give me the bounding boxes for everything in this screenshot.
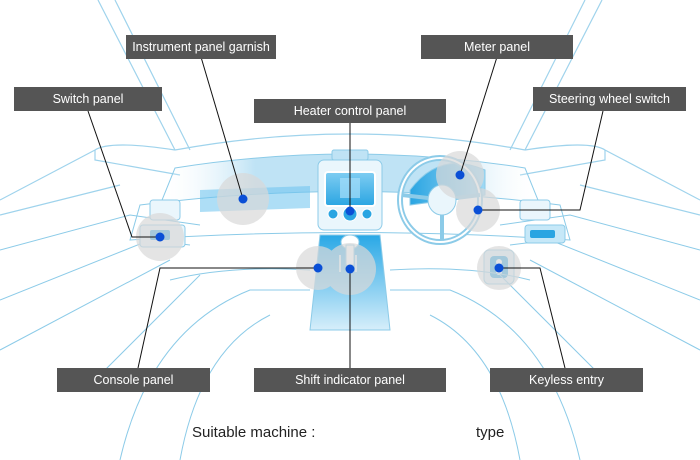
marker-shift-indicator-panel [345, 264, 355, 274]
highlight-halos [136, 151, 521, 295]
marker-heater-control-panel [345, 206, 355, 216]
label-instrument-panel-garnish: Instrument panel garnish [126, 35, 276, 59]
label-steering-wheel-switch: Steering wheel switch [533, 87, 686, 111]
right-door [499, 199, 700, 351]
label-meter-panel: Meter panel [421, 35, 573, 59]
marker-switch-panel [155, 232, 165, 242]
label-shift-indicator-panel: Shift indicator panel [254, 368, 446, 392]
leader-steering-wheel-switch [478, 110, 604, 211]
markers [155, 170, 504, 274]
label-switch-panel: Switch panel [14, 87, 162, 111]
leader-switch-panel [87, 110, 160, 238]
label-heater-control-panel: Heater control panel [254, 99, 446, 123]
leader-meter-panel [459, 56, 498, 176]
marker-keyless-entry [494, 263, 504, 273]
leader-instrument-panel-garnish [200, 56, 244, 200]
marker-console-panel [313, 263, 323, 273]
marker-instrument-panel-garnish [238, 194, 248, 204]
type-label: type [476, 424, 505, 441]
label-console-panel: Console panel [57, 368, 210, 392]
suitable-machine-label: Suitable machine : [192, 424, 316, 441]
leader-lines [87, 56, 604, 369]
leader-console-panel [137, 267, 318, 369]
leader-keyless-entry [499, 267, 566, 369]
label-keyless-entry: Keyless entry [490, 368, 643, 392]
marker-steering-wheel-switch [473, 205, 483, 215]
marker-meter-panel [455, 170, 465, 180]
seats-floor [94, 268, 606, 460]
